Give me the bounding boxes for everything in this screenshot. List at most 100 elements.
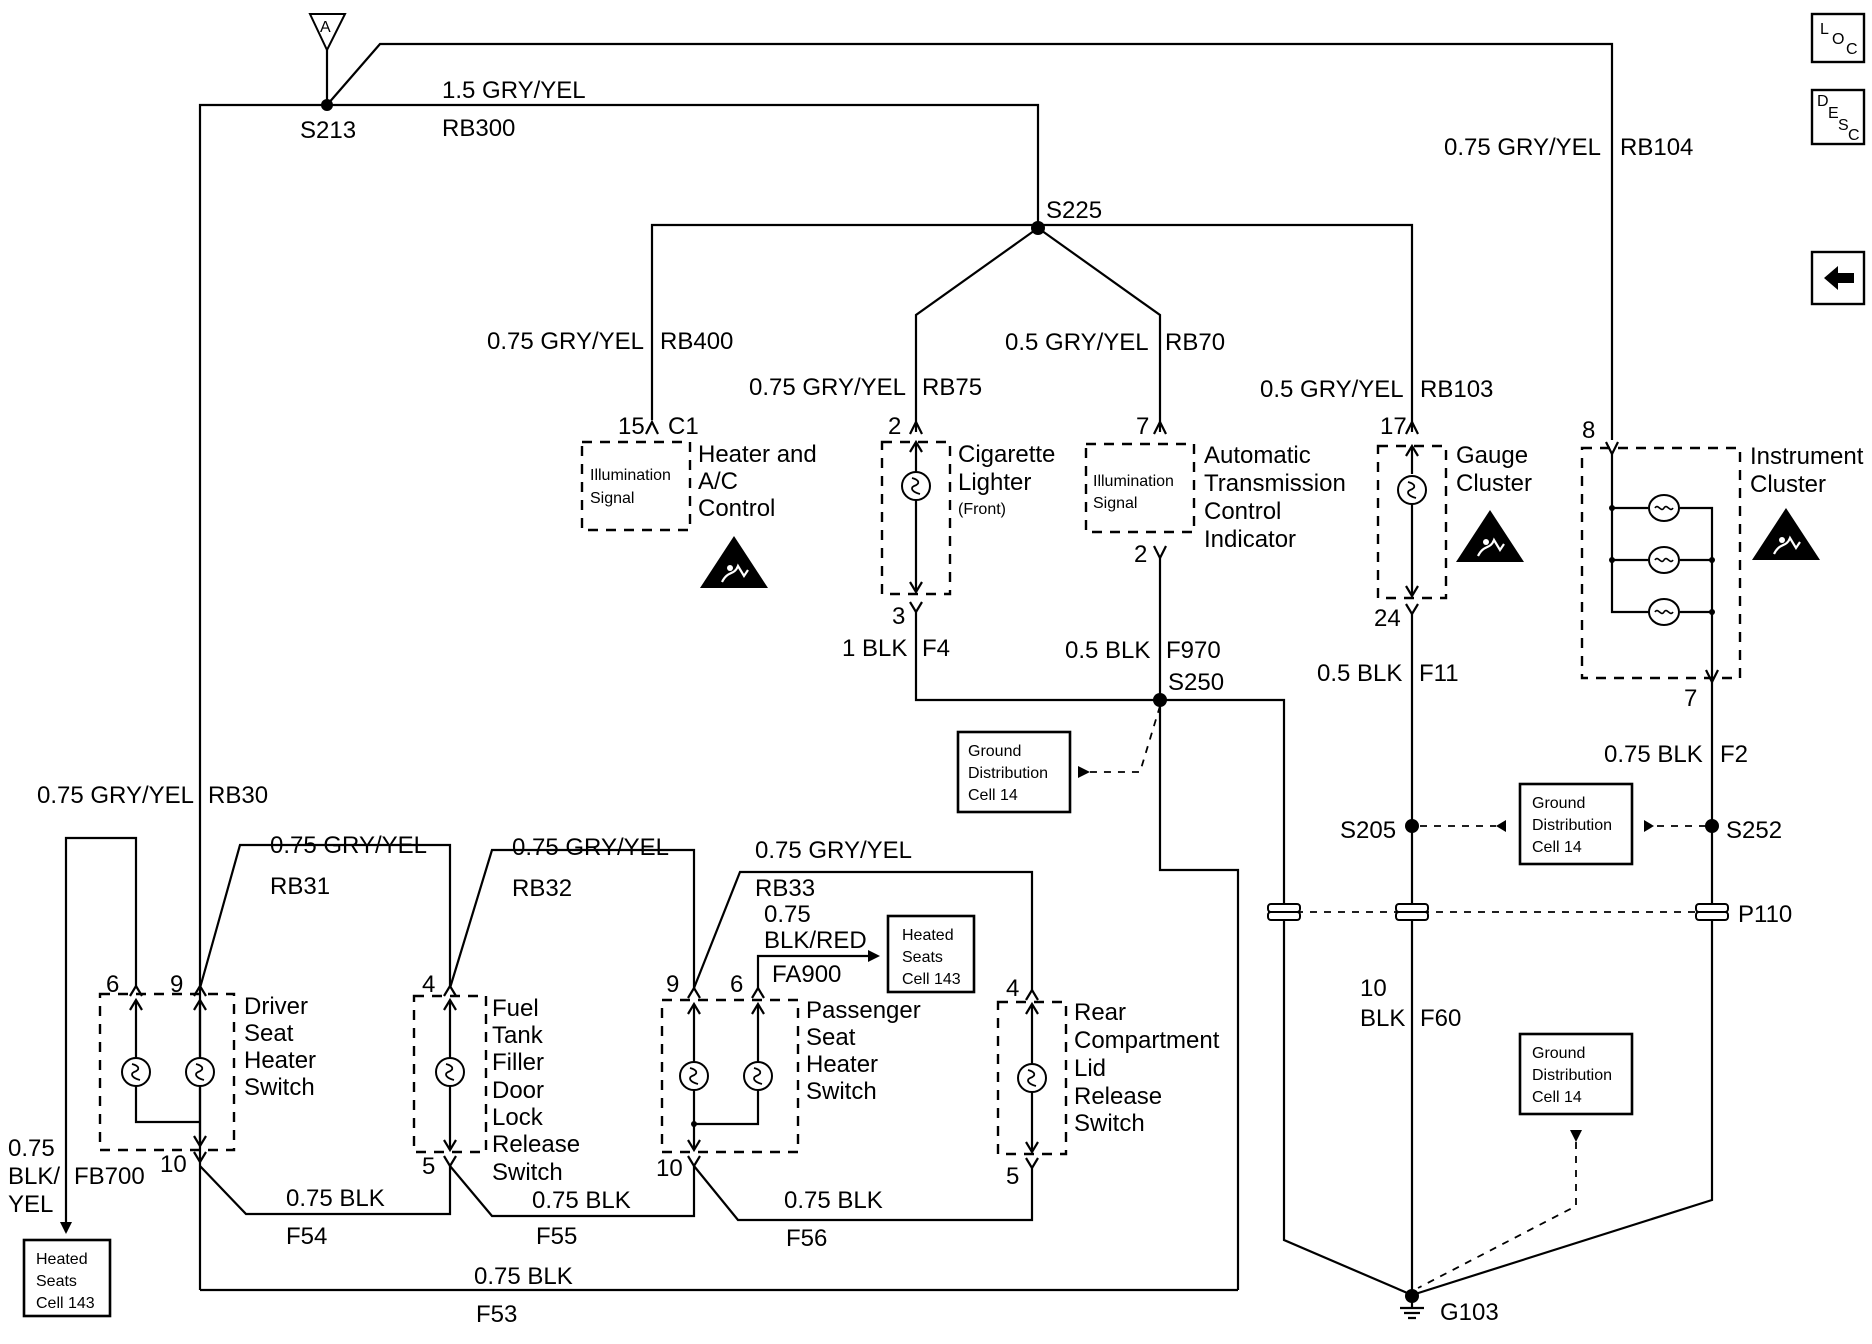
cigarette-lighter: 2 3 Cigarette Lighter (Front) xyxy=(880,413,1055,630)
svg-text:Cluster: Cluster xyxy=(1750,471,1826,498)
driver-seat-heater-switch[interactable]: 6 9 10 Driver Seat Heater Switch xyxy=(98,971,316,1178)
svg-text:0.75 GRY/YEL: 0.75 GRY/YEL xyxy=(512,834,669,861)
svg-text:S205: S205 xyxy=(1340,817,1396,844)
svg-text:7: 7 xyxy=(1684,685,1697,712)
passenger-seat-heater-switch[interactable]: 9 6 10 Passenger Seat Heater Switch xyxy=(656,971,921,1182)
svg-text:Heated: Heated xyxy=(902,927,954,944)
svg-text:8: 8 xyxy=(1582,417,1595,444)
svg-text:RB400: RB400 xyxy=(660,328,733,355)
svg-text:BLK: BLK xyxy=(1360,1005,1405,1032)
svg-text:Seats: Seats xyxy=(36,1273,77,1290)
svg-text:Cell 14: Cell 14 xyxy=(1532,1089,1582,1106)
svg-text:1.5 GRY/YEL: 1.5 GRY/YEL xyxy=(442,77,586,104)
svg-text:RB300: RB300 xyxy=(442,115,515,142)
svg-text:0.75 GRY/YEL: 0.75 GRY/YEL xyxy=(755,837,912,864)
svg-text:9: 9 xyxy=(666,971,679,998)
svg-text:Passenger: Passenger xyxy=(806,997,921,1024)
svg-text:0.75 BLK: 0.75 BLK xyxy=(1604,741,1703,768)
svg-text:YEL: YEL xyxy=(8,1191,53,1218)
svg-text:Driver: Driver xyxy=(244,993,308,1020)
svg-text:Distribution: Distribution xyxy=(968,765,1048,782)
svg-text:F4: F4 xyxy=(922,635,950,662)
svg-text:C1: C1 xyxy=(668,413,699,440)
svg-text:L: L xyxy=(1820,21,1829,38)
svg-text:Heated: Heated xyxy=(36,1251,88,1268)
svg-text:24: 24 xyxy=(1374,605,1401,632)
svg-text:Lighter: Lighter xyxy=(958,469,1031,496)
svg-text:C: C xyxy=(1848,127,1860,144)
svg-text:Seat: Seat xyxy=(244,1020,294,1047)
svg-text:0.5 BLK: 0.5 BLK xyxy=(1065,637,1150,664)
svg-text:C: C xyxy=(1846,41,1858,58)
svg-text:15: 15 xyxy=(618,413,645,440)
svg-text:4: 4 xyxy=(422,971,435,998)
svg-text:Switch: Switch xyxy=(806,1078,877,1105)
svg-text:FB700: FB700 xyxy=(74,1163,145,1190)
svg-text:RB31: RB31 xyxy=(270,873,330,900)
svg-text:0.75: 0.75 xyxy=(764,901,811,928)
svg-text:9: 9 xyxy=(170,971,183,998)
svg-text:RB32: RB32 xyxy=(512,875,572,902)
lamp-icon xyxy=(901,471,931,501)
svg-text:S252: S252 xyxy=(1726,817,1782,844)
svg-text:Compartment: Compartment xyxy=(1074,1027,1220,1054)
heated-seats-ref-2[interactable]: Heated Seats Cell 143 xyxy=(22,1238,112,1318)
svg-text:Door: Door xyxy=(492,1077,544,1104)
ground-distribution-ref-3[interactable]: Ground Distribution Cell 14 xyxy=(1518,1032,1634,1116)
svg-text:0.75 BLK: 0.75 BLK xyxy=(286,1185,385,1212)
svg-text:Tank: Tank xyxy=(492,1022,544,1049)
svg-text:Signal: Signal xyxy=(1093,495,1137,512)
svg-text:5: 5 xyxy=(1006,1163,1019,1190)
svg-text:0.75 GRY/YEL: 0.75 GRY/YEL xyxy=(1444,134,1601,161)
svg-text:0.75 GRY/YEL: 0.75 GRY/YEL xyxy=(749,374,906,401)
svg-text:1 BLK: 1 BLK xyxy=(842,635,907,662)
lamp-icon xyxy=(1017,1063,1047,1093)
desc-nav-button[interactable]: D E S C xyxy=(1810,88,1866,146)
lamp-icon xyxy=(1648,546,1680,574)
instrument-cluster: 8 7 Instrument Cluster xyxy=(1580,417,1864,712)
ground-distribution-ref-1[interactable]: Ground Distribution Cell 14 xyxy=(956,730,1072,814)
fuel-door-release-switch[interactable]: 4 5 Fuel Tank Filler Door Lock Release S… xyxy=(412,971,580,1186)
svg-text:RB33: RB33 xyxy=(755,875,815,902)
lamp-icon xyxy=(185,1057,215,1087)
svg-text:0.75 GRY/YEL: 0.75 GRY/YEL xyxy=(270,832,427,859)
svg-text:0.75 BLK: 0.75 BLK xyxy=(784,1187,883,1214)
svg-text:F56: F56 xyxy=(786,1225,827,1252)
heated-seats-ref-1[interactable]: Heated Seats Cell 143 xyxy=(886,914,976,994)
svg-text:Cell 14: Cell 14 xyxy=(1532,839,1582,856)
svg-text:F2: F2 xyxy=(1720,741,1748,768)
svg-text:6: 6 xyxy=(730,971,743,998)
svg-text:Switch: Switch xyxy=(492,1159,563,1186)
lamp-icon xyxy=(1397,475,1427,505)
svg-text:S250: S250 xyxy=(1168,669,1224,696)
svg-text:Cell 14: Cell 14 xyxy=(968,787,1018,804)
svg-text:10: 10 xyxy=(1360,975,1387,1002)
svg-text:0.75 BLK: 0.75 BLK xyxy=(532,1187,631,1214)
svg-text:Ground: Ground xyxy=(1532,795,1585,812)
svg-text:Cigarette: Cigarette xyxy=(958,441,1055,468)
loc-nav-button[interactable]: L O C xyxy=(1810,12,1866,64)
svg-text:Seat: Seat xyxy=(806,1024,856,1051)
svg-text:Instrument: Instrument xyxy=(1750,443,1864,470)
lamp-icon xyxy=(435,1057,465,1087)
lamp-icon xyxy=(1648,598,1680,626)
svg-text:F11: F11 xyxy=(1419,660,1459,687)
svg-text:Fuel: Fuel xyxy=(492,995,539,1022)
svg-text:E: E xyxy=(1828,105,1839,122)
svg-text:Indicator: Indicator xyxy=(1204,526,1296,553)
esd-warning-icon xyxy=(1454,508,1526,564)
svg-text:6: 6 xyxy=(106,971,119,998)
svg-text:Illumination: Illumination xyxy=(1093,473,1174,490)
svg-text:Cell 143: Cell 143 xyxy=(902,971,961,988)
svg-text:3: 3 xyxy=(892,603,905,630)
svg-text:2: 2 xyxy=(888,413,901,440)
ground-g103 xyxy=(1400,1289,1424,1320)
ground-distribution-ref-2[interactable]: Ground Distribution Cell 14 xyxy=(1518,782,1634,866)
svg-text:F60: F60 xyxy=(1420,1005,1461,1032)
back-arrow-button[interactable] xyxy=(1810,250,1866,306)
svg-text:F54: F54 xyxy=(286,1223,327,1250)
lamp-icon xyxy=(1648,494,1680,522)
svg-text:FA900: FA900 xyxy=(772,961,841,988)
rear-compartment-lid-release-switch[interactable]: 4 5 Rear Compartment Lid Release Switch xyxy=(996,975,1220,1190)
